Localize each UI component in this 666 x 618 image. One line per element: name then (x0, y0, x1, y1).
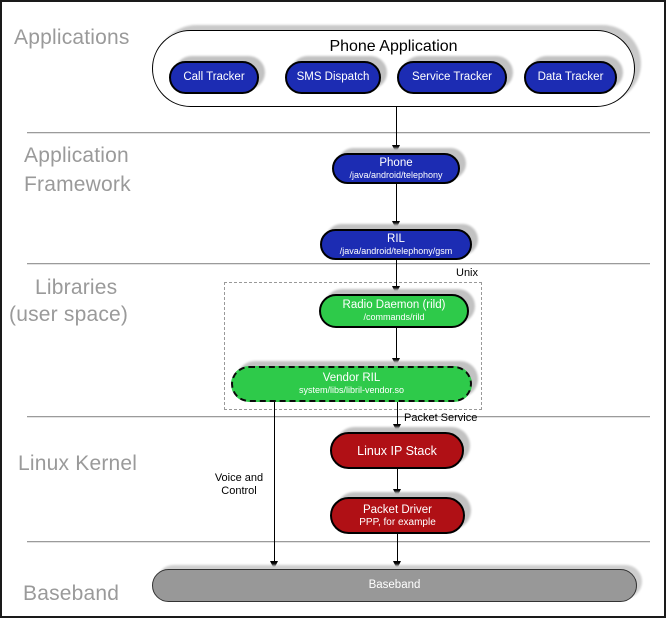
node-title: Vendor RIL (322, 372, 381, 384)
connector-line-voice-control (274, 402, 275, 562)
node-sms-dispatch: SMS Dispatch (285, 61, 381, 94)
arrow-down-icon (393, 489, 401, 497)
arrow-down-icon (392, 221, 400, 229)
section-label-applications: Applications (14, 26, 130, 49)
arrow-down-icon (270, 561, 278, 569)
node-title: Baseband (368, 579, 421, 591)
node-title: Packet Driver (362, 503, 433, 516)
arrow-down-icon (392, 286, 400, 294)
node-phone: Phone /java/android/telephony (332, 153, 460, 184)
arrow-down-icon (393, 561, 401, 569)
connector-line (396, 260, 397, 287)
node-label: SMS Dispatch (296, 71, 370, 83)
unix-dashed-box (224, 282, 482, 410)
connector-line (396, 328, 397, 359)
node-label: Service Tracker (412, 71, 492, 83)
node-subtitle: system/libs/libril-vendor.so (298, 385, 405, 395)
node-subtitle: /java/android/telephony (349, 169, 443, 180)
section-label-user-space: (user space) (9, 303, 129, 326)
node-baseband: Baseband (152, 569, 637, 602)
node-ril: RIL /java/android/telephony/gsm (320, 229, 472, 260)
connector-line (397, 469, 398, 490)
node-label: Data Tracker (537, 71, 604, 83)
unix-label: Unix (456, 267, 479, 279)
arrow-down-icon (392, 145, 400, 153)
node-radio-daemon: Radio Daemon (rild) /commands/rild (319, 294, 469, 328)
phone-application-title: Phone Application (329, 38, 458, 55)
connector-line (396, 107, 397, 147)
section-divider (27, 416, 650, 418)
node-service-tracker: Service Tracker (397, 61, 507, 94)
section-divider (27, 132, 650, 134)
node-call-tracker: Call Tracker (169, 61, 259, 94)
node-linux-ip-stack: Linux IP Stack (330, 432, 464, 469)
section-label-libraries: Libraries (35, 276, 118, 299)
section-label-line: Framework (24, 173, 131, 196)
connector-line (397, 534, 398, 562)
node-packet-driver: Packet Driver PPP, for example (330, 497, 465, 534)
node-subtitle: /java/android/telephony/gsm (339, 245, 453, 256)
voice-control-label: Voice and Control (207, 472, 271, 498)
voice-control-line: Control (221, 485, 257, 497)
voice-control-line: Voice and (214, 472, 264, 484)
section-label-baseband: Baseband (23, 582, 120, 605)
node-subtitle: PPP, for example (359, 516, 436, 528)
node-vendor-ril: Vendor RIL system/libs/libril-vendor.so (231, 366, 472, 402)
node-title: Phone (379, 156, 413, 169)
section-divider (27, 541, 650, 543)
node-title: RIL (387, 232, 405, 245)
connector-line-packet (397, 402, 398, 425)
node-subtitle: /commands/rild (363, 312, 425, 322)
packet-service-label: Packet Service (404, 412, 478, 424)
phone-application-container: Phone Application Call Tracker SMS Dispa… (152, 30, 635, 107)
section-label-linux-kernel: Linux Kernel (18, 452, 138, 475)
node-label: Call Tracker (183, 71, 245, 83)
connector-line (396, 184, 397, 222)
arrow-down-icon (392, 358, 400, 366)
section-label-application-framework: Application Framework (24, 141, 131, 199)
arrow-down-icon (393, 424, 401, 432)
node-data-tracker: Data Tracker (524, 61, 617, 94)
node-title: Linux IP Stack (357, 443, 437, 458)
section-divider (27, 263, 650, 265)
section-label-line: Application (24, 144, 129, 167)
node-title: Radio Daemon (rild) (342, 299, 446, 311)
